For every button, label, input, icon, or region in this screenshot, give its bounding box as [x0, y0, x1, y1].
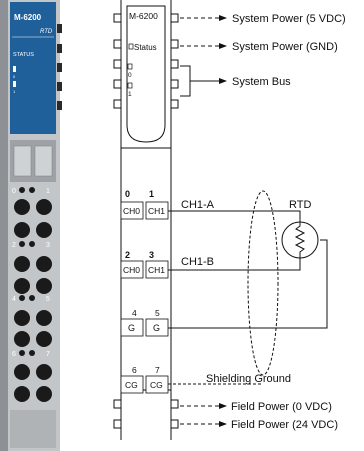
module-status-label: STATUS [13, 52, 34, 58]
module-terminal-num-2: 2 [12, 242, 16, 249]
terminal-num-7: 7 [155, 365, 160, 375]
status-led-icon [128, 43, 134, 50]
terminal-label-3: CH1 [148, 265, 165, 275]
module-outline [120, 0, 172, 440]
module-model-label: M-6200 [14, 13, 42, 22]
label-ch1a: CH1-A [181, 199, 215, 211]
bit-label-0: 0 [128, 72, 132, 79]
header-status: Status [134, 43, 157, 52]
terminal-label-7: CG [150, 380, 163, 390]
module-terminal-num-4: 4 [12, 296, 16, 303]
module-blue-panel [10, 2, 56, 134]
module-terminal-num-1: 1 [46, 188, 50, 195]
terminal-num-2: 2 [125, 250, 130, 260]
module-type-label: RTD [40, 29, 53, 35]
right-bus-contacts [171, 13, 179, 109]
module-side-contacts [57, 24, 62, 110]
label-field-power-0v: Field Power (0 VDC) [231, 401, 332, 413]
rtd-resistor-icon [294, 222, 306, 258]
terminal-num-5: 5 [155, 308, 160, 318]
label-sys-power-5v: System Power (5 VDC) [232, 13, 346, 25]
schematic [113, 0, 179, 440]
wire-ground [168, 239, 328, 329]
terminal-group-3: 6 7 CG CG [120, 365, 169, 394]
module-image: M-6200 RTD STATUS 0 1 0 1 [0, 0, 62, 451]
terminal-num-1: 1 [149, 189, 154, 199]
field-power-contacts [113, 399, 179, 429]
terminal-num-6: 6 [132, 365, 137, 375]
terminal-label-5: G [153, 323, 160, 333]
label-shield-ground: Shielding Ground [206, 373, 291, 385]
terminal-num-4: 4 [132, 308, 137, 318]
module-terminal-num-7: 7 [46, 351, 50, 358]
terminal-label-0: CH0 [123, 206, 140, 216]
terminal-num-0: 0 [125, 189, 130, 199]
terminal-group-1: 2 3 CH0 CH1 [120, 250, 169, 279]
terminal-group-0: 0 1 CH0 CH1 [120, 189, 169, 220]
module-bottom [10, 410, 56, 448]
left-bus-contacts [113, 13, 121, 109]
label-sys-power-gnd: System Power (GND) [232, 41, 338, 53]
module-terminal-num-3: 3 [46, 242, 50, 249]
module-terminal-num-5: 5 [46, 296, 50, 303]
bit-led-0-icon [127, 63, 133, 70]
terminal-num-3: 3 [149, 250, 154, 260]
module-terminal-block: 0 1 2 3 4 5 6 [12, 187, 52, 402]
label-rtd: RTD [289, 199, 311, 211]
module-led-label-1: 1 [13, 89, 16, 94]
wire-ch1b [168, 258, 301, 271]
terminal-group-2: 4 5 G G [120, 308, 169, 337]
module-terminal-num-6: 6 [12, 351, 16, 358]
module-led-0 [13, 66, 16, 72]
wires [168, 190, 328, 385]
label-system-bus: System Bus [232, 76, 291, 88]
bit-led-1-icon [127, 82, 133, 89]
wire-ch1a [168, 210, 301, 222]
terminal-label-2: CH0 [123, 265, 140, 275]
terminal-label-6: CG [125, 380, 138, 390]
shield-ellipse [247, 190, 279, 376]
bit-label-1: 1 [128, 91, 132, 98]
module-side-panel [0, 0, 8, 451]
terminal-label-4: G [128, 323, 135, 333]
module-led-1 [13, 81, 16, 87]
label-field-power-24v: Field Power (24 VDC) [231, 419, 338, 431]
header-box [126, 5, 166, 143]
module-terminal-num-0: 0 [12, 188, 16, 195]
power-arrows [180, 15, 227, 427]
header-model: M-6200 [129, 11, 158, 21]
rtd-symbol [281, 221, 319, 259]
label-ch1b: CH1-B [181, 256, 214, 268]
module-led-label-0: 0 [13, 74, 16, 79]
terminal-label-1: CH1 [148, 206, 165, 216]
